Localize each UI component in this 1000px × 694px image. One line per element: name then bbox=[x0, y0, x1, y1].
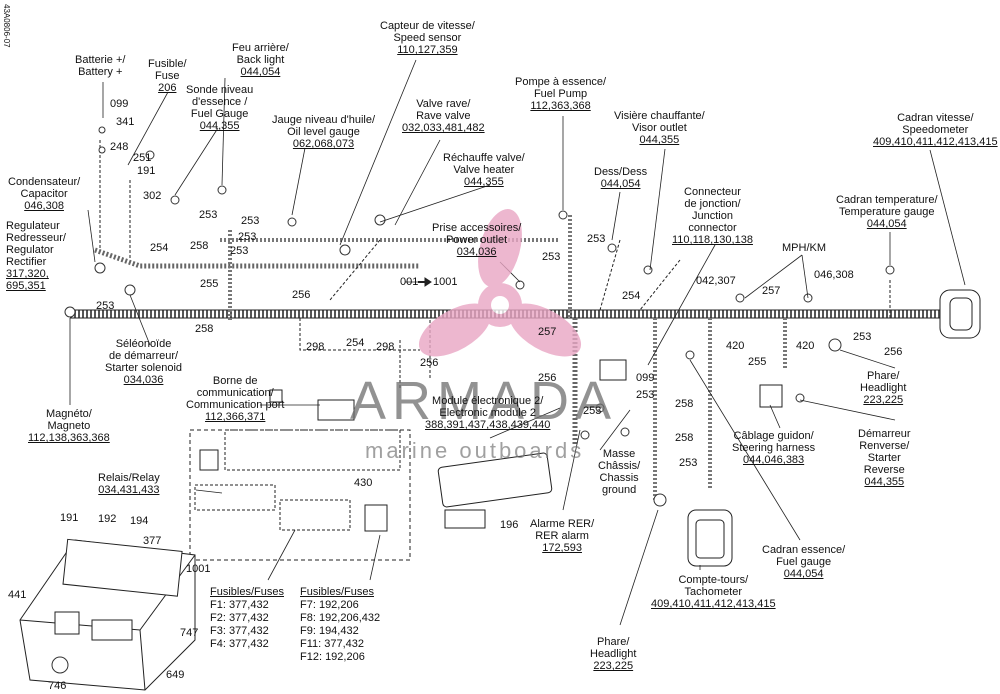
callout: 099 bbox=[110, 98, 129, 110]
callout: 257 bbox=[538, 326, 557, 338]
callout: 430 bbox=[354, 477, 373, 489]
callout: 001 bbox=[400, 276, 419, 288]
callout: 746 bbox=[48, 680, 67, 692]
fuse-list-left: Fusibles/Fuses F1: 377,432 F2: 377,432 F… bbox=[210, 586, 284, 650]
callout: 258 bbox=[195, 323, 214, 335]
watermark-brand: ARMADA bbox=[350, 371, 618, 431]
callout: 253 bbox=[199, 209, 218, 221]
callout: 1001 bbox=[433, 276, 458, 288]
callout: 191 bbox=[60, 512, 79, 524]
callout: 253 bbox=[679, 457, 698, 469]
callout: 254 bbox=[346, 337, 365, 349]
callout: 194 bbox=[130, 515, 149, 527]
callout: 256 bbox=[884, 346, 903, 358]
label-mph-km: MPH/KM bbox=[782, 242, 826, 254]
label-battery: Batterie +/Battery + bbox=[75, 54, 126, 78]
callout: 253 bbox=[636, 389, 655, 401]
callout: 255 bbox=[200, 278, 219, 290]
callout: 253 bbox=[96, 300, 115, 312]
upper-harness bbox=[94, 247, 420, 269]
callout: 251 bbox=[133, 152, 152, 164]
callout: 191 bbox=[137, 165, 156, 177]
callout: 254 bbox=[150, 242, 169, 254]
propeller-watermark bbox=[418, 209, 582, 357]
callout: 046,308 bbox=[814, 269, 854, 281]
callout: 253 bbox=[542, 251, 561, 263]
drawing-code: 43A0806-07 bbox=[2, 4, 11, 48]
callout: 256 bbox=[292, 289, 311, 301]
callout: 254 bbox=[622, 290, 641, 302]
callout: 253 bbox=[583, 405, 602, 417]
callout: 258 bbox=[675, 398, 694, 410]
callout: 441 bbox=[8, 589, 27, 601]
callout: 042,307 bbox=[696, 275, 736, 287]
watermark-tagline: marine outboards bbox=[365, 438, 585, 463]
electronic-module bbox=[437, 452, 553, 508]
callout: 196 bbox=[500, 519, 519, 531]
callout: 256 bbox=[538, 372, 557, 384]
callout: 256 bbox=[420, 357, 439, 369]
callout: 420 bbox=[796, 340, 815, 352]
callout: 298 bbox=[306, 341, 325, 353]
callout: 341 bbox=[116, 116, 135, 128]
callout: 649 bbox=[166, 669, 185, 681]
callout: 099 bbox=[636, 372, 655, 384]
callout: 253 bbox=[241, 215, 260, 227]
callout: 253 bbox=[587, 233, 606, 245]
callout: 257 bbox=[762, 285, 781, 297]
callout: 253 bbox=[853, 331, 872, 343]
callout: 377 bbox=[143, 535, 162, 547]
callout: 747 bbox=[180, 627, 199, 639]
label-electronic-module: Module électronique 2/Electronic module … bbox=[425, 395, 551, 431]
callout: 253 bbox=[230, 245, 249, 257]
callout: 253 bbox=[238, 231, 257, 243]
callout: 258 bbox=[675, 432, 694, 444]
callout: 192 bbox=[98, 513, 117, 525]
callout: 298 bbox=[376, 341, 395, 353]
callout: 420 bbox=[726, 340, 745, 352]
callout: 255 bbox=[748, 356, 767, 368]
fuse-list-right: Fusibles/Fuses F7: 192,206 F8: 192,206,4… bbox=[300, 586, 381, 663]
callout: 258 bbox=[190, 240, 209, 252]
callout: 248 bbox=[110, 141, 129, 153]
callout: 302 bbox=[143, 190, 162, 202]
callout: 1001 bbox=[186, 563, 211, 575]
